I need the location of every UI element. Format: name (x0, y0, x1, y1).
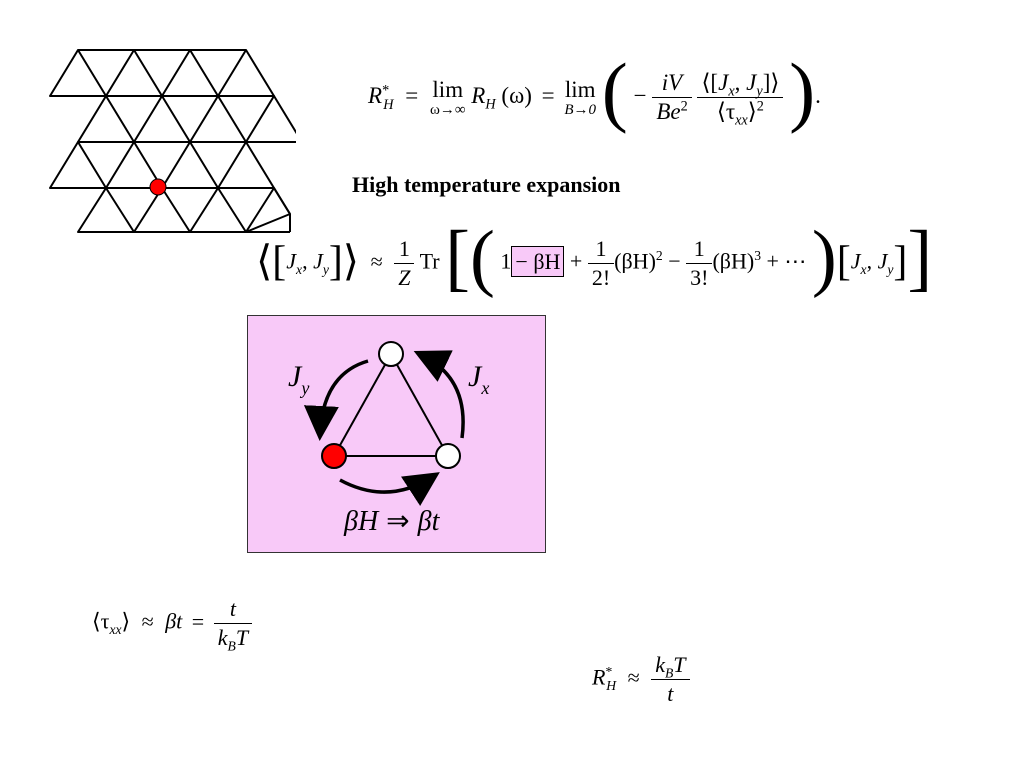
section-title: High temperature expansion (352, 172, 621, 197)
site-right (435, 443, 461, 469)
triangular-lattice (49, 49, 296, 233)
arrow-bottom (339, 472, 440, 506)
site-top (378, 341, 404, 367)
highlighted-term: − βH (511, 245, 565, 277)
hopping-diagram-panel: Jy Jx βH⇒βt (247, 315, 546, 553)
arrow-Jx (413, 350, 465, 439)
site-left-filled (321, 443, 347, 469)
svg-text:βH⇒βt: βH⇒βt (343, 506, 441, 537)
arrow-Jy (303, 359, 369, 441)
hopping-diagram: Jy Jx βH⇒βt (288, 341, 489, 537)
lattice-highlight-site (149, 178, 167, 196)
svg-text:Jy: Jy (288, 360, 309, 398)
svg-text:Jx: Jx (468, 360, 489, 398)
